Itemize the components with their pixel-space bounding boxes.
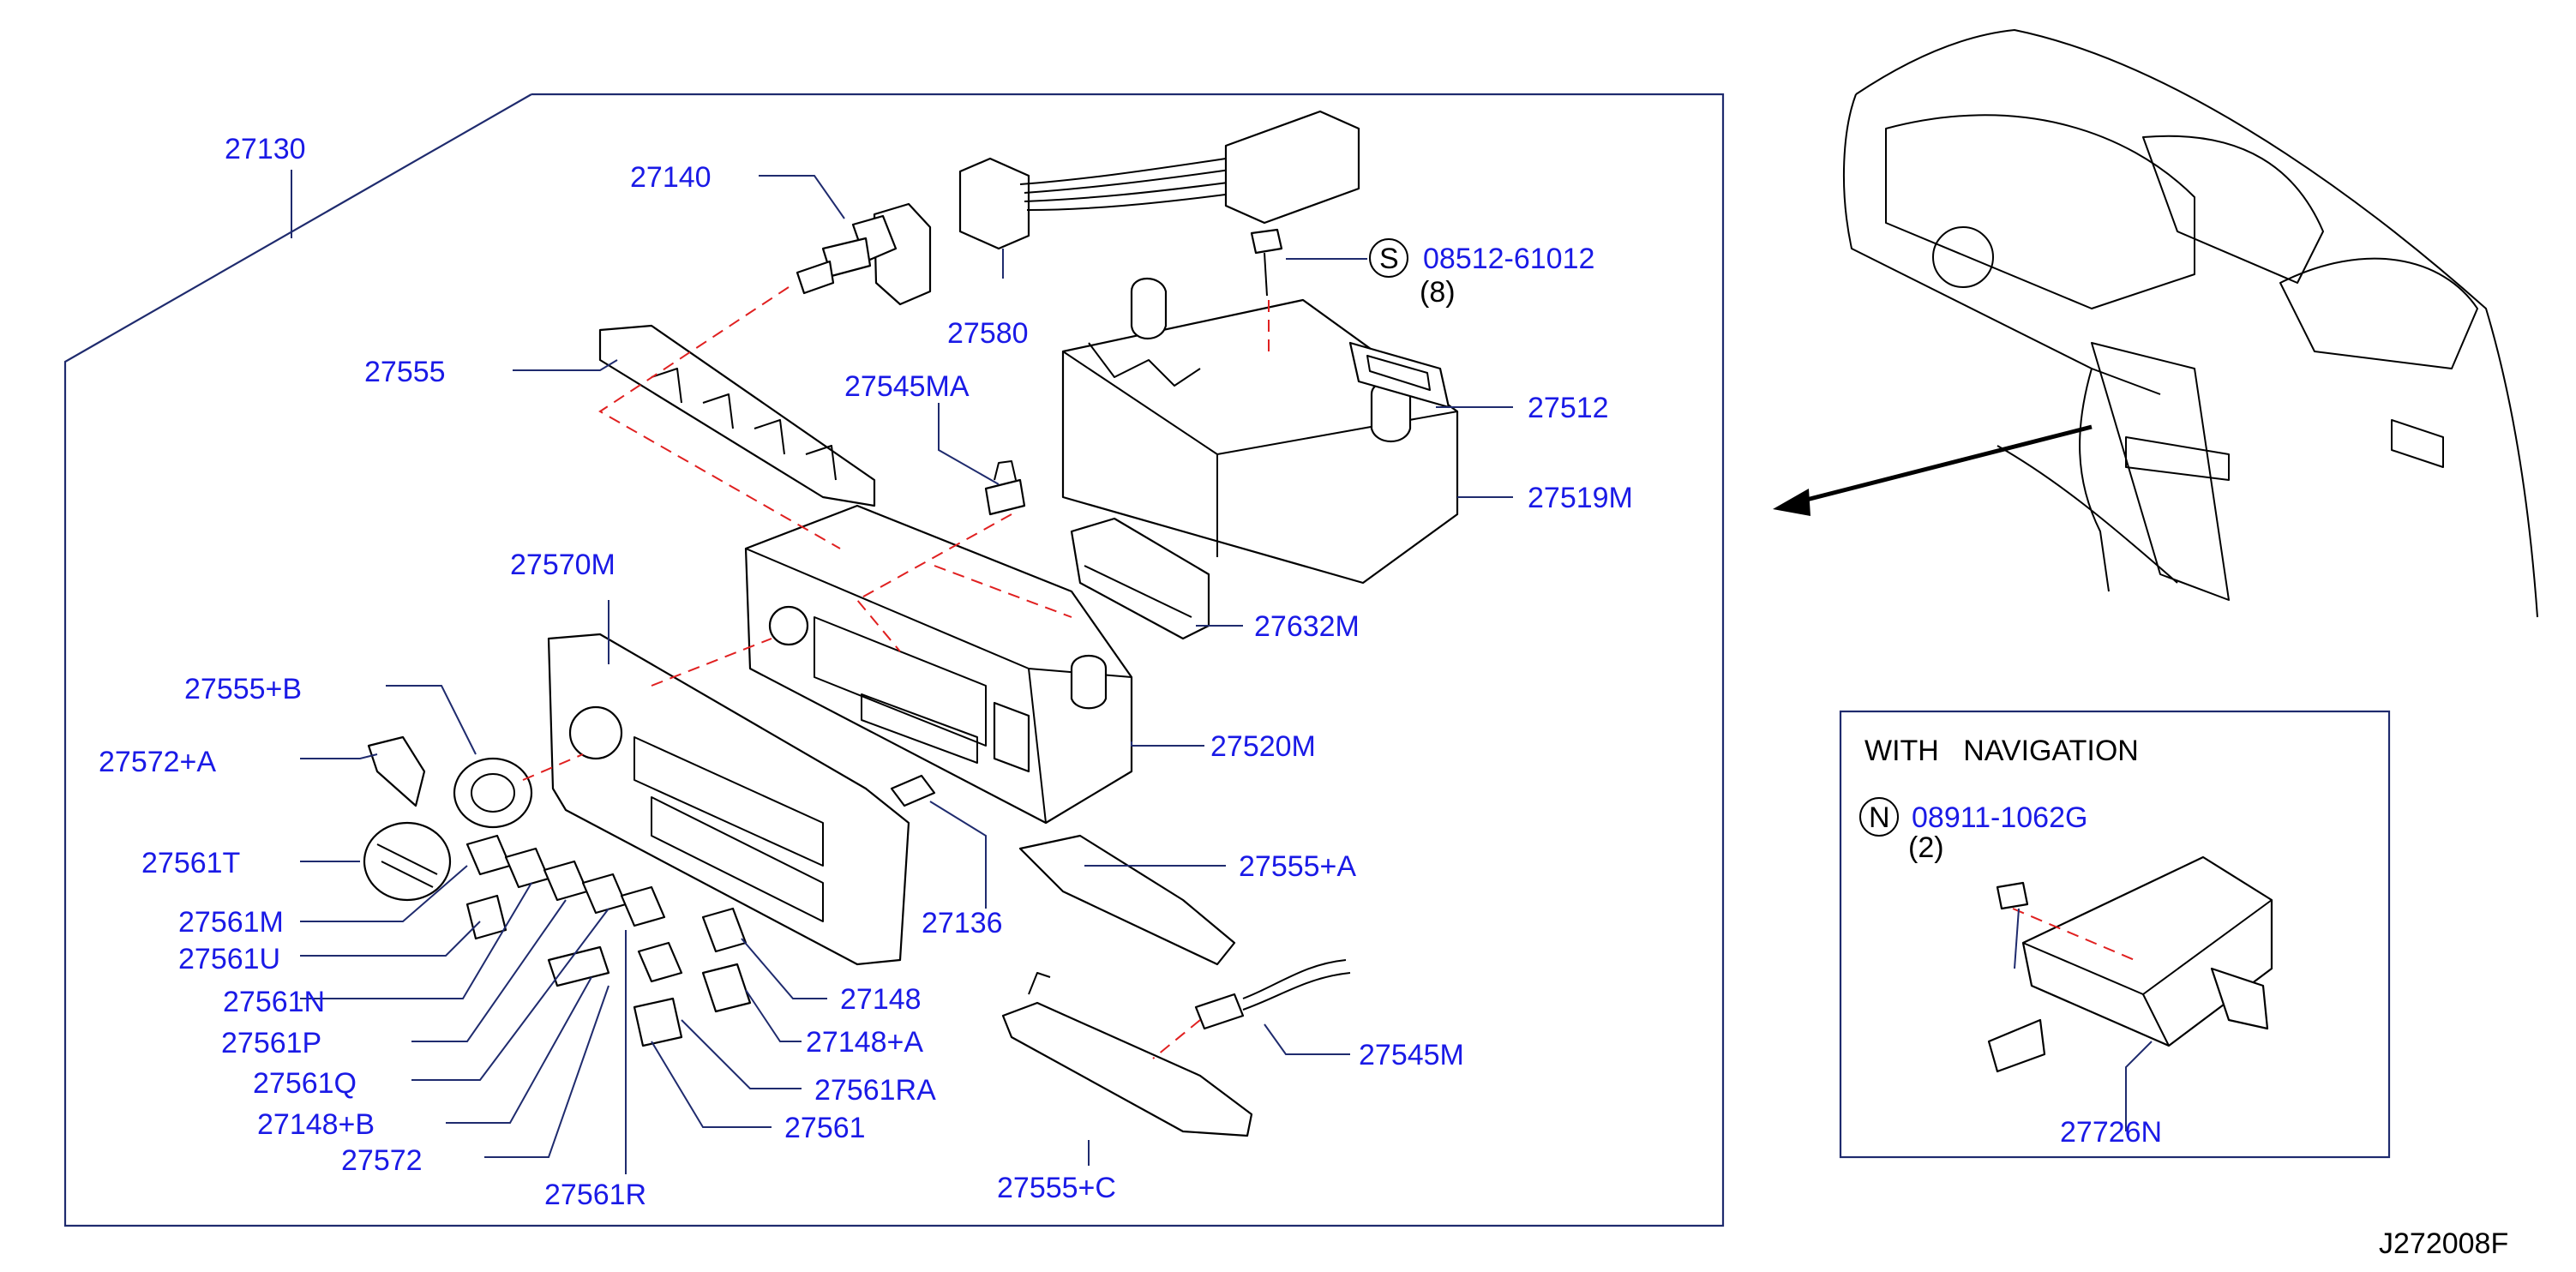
label-27555: 27555 [364, 356, 446, 388]
part-27555A-drawing [1018, 834, 1236, 966]
label-27148B: 27148+B [257, 1108, 375, 1141]
label-27726N: 27726N [2060, 1116, 2162, 1149]
label-08512-qty: (8) [1420, 276, 1456, 309]
part-27555B-drawing [453, 757, 533, 829]
label-08911-qty: (2) [1908, 831, 1944, 864]
part-27555C-drawing [1001, 972, 1253, 1137]
label-27561M: 27561M [178, 906, 284, 939]
label-27555B: 27555+B [184, 673, 302, 705]
label-27148A: 27148+A [806, 1026, 923, 1059]
part-27580-drawing [958, 110, 1360, 250]
part-27136-drawing [890, 774, 936, 807]
label-27561N: 27561N [223, 986, 325, 1018]
part-27140-drawing [796, 202, 932, 306]
label-27570M: 27570M [510, 549, 615, 581]
screw-08512-drawing [1250, 228, 1283, 297]
label-27136: 27136 [922, 907, 1003, 939]
label-27561P: 27561P [221, 1027, 321, 1059]
dashed-assembly-lines [522, 286, 1270, 1059]
part-27572A-drawing [367, 735, 426, 807]
parts-line-art [363, 110, 1459, 1137]
label-27561R: 27561R [544, 1179, 646, 1211]
label-27561Q: 27561Q [253, 1067, 357, 1100]
label-08512-61012: 08512-61012 [1423, 243, 1594, 275]
dashboard-location-drawing [1773, 29, 2538, 618]
s-symbol: S [1379, 243, 1399, 275]
label-08911-1062G: 08911-1062G [1912, 801, 2087, 834]
button-caps-drawing [465, 834, 683, 1047]
n-symbol-circle [1859, 797, 1899, 837]
inset-title: WITH NAVIGATION [1864, 735, 2139, 767]
label-27580: 27580 [947, 317, 1029, 350]
navigation-inset-frame [1839, 710, 2391, 1159]
part-27570M-drawing [547, 633, 910, 966]
s-symbol-circle [1369, 238, 1408, 278]
label-27519M: 27519M [1528, 482, 1633, 514]
label-27148: 27148 [840, 983, 922, 1016]
navigation-unit-drawing [1987, 855, 2273, 1073]
label-27561: 27561 [784, 1112, 866, 1144]
part-27545M-drawing [1194, 959, 1351, 1030]
label-27545MA: 27545MA [844, 370, 970, 403]
assembly-frame [63, 93, 1725, 1227]
label-27561U: 27561U [178, 943, 280, 975]
label-27572: 27572 [341, 1144, 423, 1177]
label-27512: 27512 [1528, 392, 1609, 424]
n-symbol: N [1869, 801, 1890, 834]
inset-labels: WITH NAVIGATION N 08911-1062G (2) 27726N [1859, 735, 2162, 1149]
label-27561RA: 27561RA [814, 1074, 936, 1107]
label-27632M: 27632M [1254, 610, 1360, 643]
label-27555C: 27555+C [997, 1172, 1116, 1204]
part-labels: 27130 27140 27580 S 08512-61012 (8) 2755… [99, 133, 1633, 1211]
label-27545M: 27545M [1359, 1039, 1464, 1071]
label-27140: 27140 [630, 161, 712, 194]
figure-code: J272008F [2379, 1227, 2508, 1260]
part-27561T-drawing [363, 821, 452, 902]
label-27561T: 27561T [141, 847, 240, 879]
label-27130: 27130 [225, 133, 306, 165]
label-27555A: 27555+A [1239, 850, 1356, 883]
part-27520M-drawing [744, 504, 1133, 825]
part-27555-drawing [598, 324, 876, 507]
leader-lines [291, 170, 2153, 1174]
sockets-27148-drawing [701, 907, 752, 1013]
label-27572A: 27572+A [99, 746, 216, 778]
label-27520M: 27520M [1210, 730, 1316, 763]
part-27545MA-drawing [984, 460, 1026, 516]
